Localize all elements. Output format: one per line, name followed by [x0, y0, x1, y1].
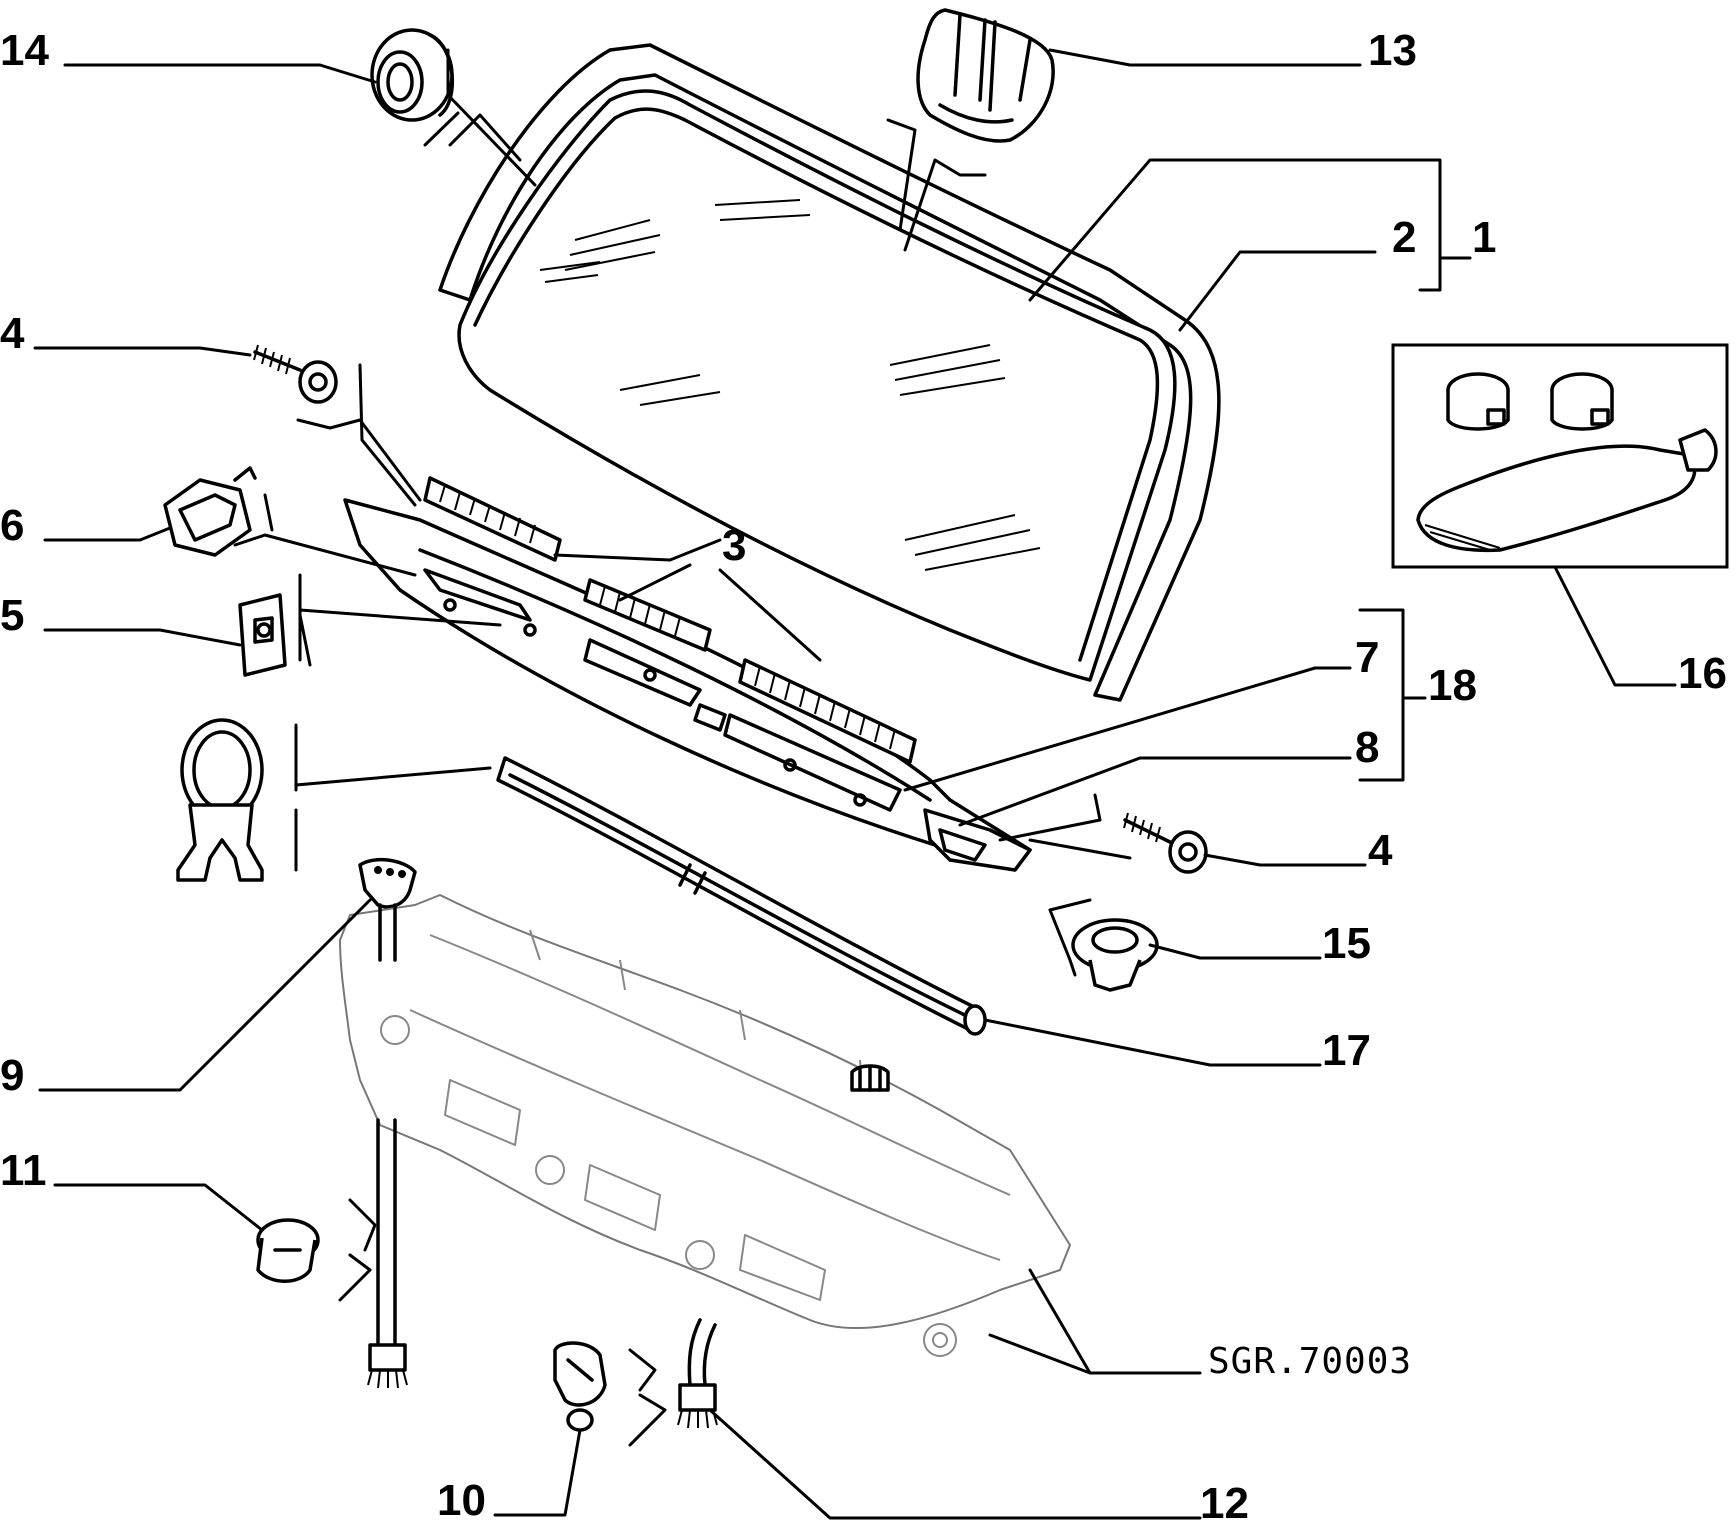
callout-15: 15: [1322, 919, 1371, 968]
clip-part-6: [163, 466, 257, 557]
callout-4-upper: 4: [0, 309, 25, 358]
seal-strip: [496, 756, 987, 1036]
callout-12: 12: [1200, 1479, 1249, 1528]
callout-6: 6: [0, 501, 24, 550]
windscreen-glass: [438, 43, 1221, 702]
seal-profile-section: [176, 718, 264, 882]
callout-16: 16: [1678, 649, 1727, 698]
cap-part: [370, 28, 454, 122]
callout-3: 3: [722, 521, 746, 570]
leader-lines: [33, 48, 1677, 1520]
panel-cap-part: [850, 1064, 890, 1092]
callout-18: 18: [1428, 661, 1477, 710]
hose-clip-part-11: [256, 1218, 320, 1283]
callout-14: 14: [0, 26, 49, 75]
screw-lower: [1123, 812, 1208, 874]
break-marks: [233, 48, 1132, 1447]
callout-2: 2: [1392, 213, 1416, 262]
rubber-stop-part: [916, 8, 1055, 143]
callout-17: 17: [1322, 1026, 1371, 1075]
callout-numbers: 14 13 2 1 4 3 6 5 7 18 16 8 4 15 17 9 11…: [0, 26, 1727, 1528]
callout-5: 5: [0, 591, 24, 640]
hose-end-part: [358, 857, 417, 909]
callout-1: 1: [1472, 213, 1496, 262]
washer-hoses: [367, 903, 718, 1429]
clip-part-5: [238, 593, 287, 677]
callout-7: 7: [1355, 633, 1379, 682]
callout-11: 11: [0, 1146, 47, 1195]
reference-code: SGR.70003: [1208, 1341, 1412, 1382]
hose-clip-part-10: [553, 1341, 607, 1432]
callout-4-lower: 4: [1368, 826, 1393, 875]
sound-insulation-panel: [339, 894, 1071, 1357]
callout-9: 9: [0, 1051, 24, 1100]
repair-kit-box: [1391, 343, 1729, 569]
screw-upper: [253, 344, 338, 404]
vent-grilles: [423, 476, 917, 764]
callout-10: 10: [437, 1476, 486, 1525]
callout-13: 13: [1368, 26, 1417, 75]
push-clip-part: [1071, 918, 1159, 992]
callout-8: 8: [1355, 723, 1379, 772]
